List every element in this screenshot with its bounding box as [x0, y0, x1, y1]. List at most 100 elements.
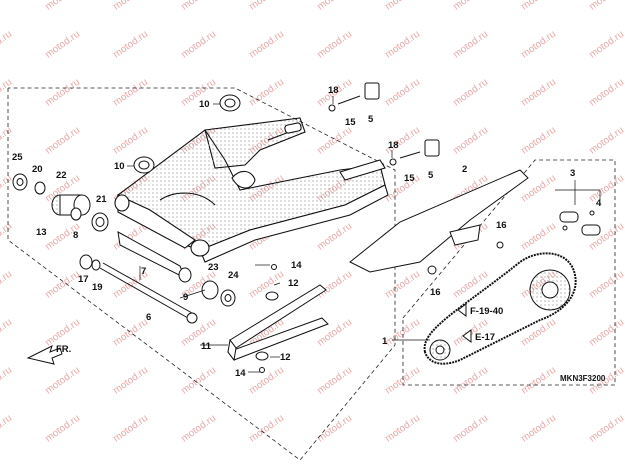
leader-lines	[127, 96, 601, 373]
watermark-text: motod.ru	[179, 365, 218, 397]
watermark-text: motod.ru	[383, 269, 422, 301]
watermark-text: motod.ru	[43, 29, 82, 61]
watermark-text: motod.ru	[179, 0, 218, 12]
callout-15a: 15	[345, 117, 356, 128]
callout-3: 3	[570, 168, 575, 179]
watermark-text: motod.ru	[383, 413, 422, 445]
callout-25: 25	[12, 152, 23, 163]
callout-20: 20	[32, 164, 43, 175]
watermark-text: motod.ru	[587, 77, 625, 109]
watermark-text: motod.ru	[0, 29, 14, 61]
watermark-text: motod.ru	[519, 365, 558, 397]
watermark-text: motod.ru	[43, 365, 82, 397]
watermark-text: motod.ru	[315, 413, 354, 445]
watermark-text: motod.ru	[111, 0, 150, 12]
watermark-text: motod.ru	[0, 0, 14, 12]
watermark-text: motod.ru	[587, 0, 625, 12]
watermark-text: motod.ru	[315, 269, 354, 301]
watermark-text: motod.ru	[179, 29, 218, 61]
watermark-text: motod.ru	[247, 365, 286, 397]
watermark-text: motod.ru	[315, 125, 354, 157]
watermark-text: motod.ru	[315, 221, 354, 253]
watermark-text: motod.ru	[0, 413, 14, 445]
watermark-text: motod.ru	[519, 77, 558, 109]
watermark-text: motod.ru	[0, 365, 14, 397]
callout-12b: 12	[280, 352, 291, 363]
watermark-text: motod.ru	[519, 221, 558, 253]
pivot-caps	[133, 94, 241, 174]
watermark-text: motod.ru	[519, 413, 558, 445]
pivot-shaft	[99, 262, 198, 324]
chain-slider	[227, 284, 329, 362]
callout-5a: 5	[368, 114, 374, 125]
watermark-text: motod.ru	[383, 0, 422, 12]
watermark-text: motod.ru	[43, 77, 82, 109]
callout-17: 17	[78, 274, 89, 285]
watermark-text: motod.ru	[247, 0, 286, 12]
watermark-text: motod.ru	[451, 77, 490, 109]
callout-4: 4	[596, 198, 602, 209]
callout-16b: 16	[430, 287, 441, 298]
watermark-text: motod.ru	[587, 29, 625, 61]
front-arrow: FR.	[26, 344, 71, 365]
watermark-text: motod.ru	[451, 365, 490, 397]
watermark-text: motod.ru	[0, 173, 14, 205]
watermark-text: motod.ru	[111, 125, 150, 157]
watermark-text: motod.ru	[179, 413, 218, 445]
watermark-text: motod.ru	[315, 0, 354, 12]
watermark-text: motod.ru	[587, 413, 625, 445]
adjuster-parts	[328, 82, 440, 166]
watermark-text: motod.ru	[587, 269, 625, 301]
watermark-text: motod.ru	[383, 29, 422, 61]
watermark-text: motod.ru	[111, 317, 150, 349]
callout-11: 11	[201, 341, 212, 352]
watermark-text: motod.ru	[587, 317, 625, 349]
watermark-text: motod.ru	[451, 269, 490, 301]
left-bearings	[12, 173, 109, 232]
callout-16a: 16	[496, 220, 507, 231]
watermark-text: motod.ru	[43, 269, 82, 301]
callout-labels: 1 2 3 4 5 5 6 7 8 9 10 10 11 12 12 13 14…	[12, 85, 602, 379]
watermark-text: motod.ru	[451, 413, 490, 445]
swingarm-drawing	[114, 117, 389, 263]
chain-case	[349, 169, 529, 273]
watermark-text: motod.ru	[519, 317, 558, 349]
watermark-text: motod.ru	[43, 125, 82, 157]
callout-18a: 18	[328, 85, 339, 96]
callout-5b: 5	[428, 170, 434, 181]
swingarm-group-frame	[7, 87, 396, 461]
watermark-text: motod.ru	[43, 0, 82, 12]
watermark-text: motod.ru	[587, 125, 625, 157]
watermark-text: motod.ru	[43, 413, 82, 445]
watermark-text: motod.ru	[247, 413, 286, 445]
watermark-text: motod.ru	[0, 317, 14, 349]
callout-21: 21	[96, 194, 107, 205]
watermark-text: motod.ru	[247, 29, 286, 61]
watermark-text: motod.ru	[451, 125, 490, 157]
reference-tags: F-19-40 E-17	[470, 306, 503, 343]
watermark-text: motod.ru	[0, 77, 14, 109]
callout-9: 9	[183, 292, 188, 303]
watermark-text: motod.ru	[519, 0, 558, 12]
watermark-text: motod.ru	[315, 29, 354, 61]
watermark-text: motod.ru	[383, 77, 422, 109]
callout-8: 8	[73, 230, 78, 241]
callout-2: 2	[462, 164, 467, 175]
watermark-text: motod.ru	[179, 317, 218, 349]
watermark-text: motod.ru	[451, 29, 490, 61]
callout-1: 1	[382, 336, 388, 347]
callout-7: 7	[141, 266, 146, 277]
watermark-text: motod.ru	[247, 77, 286, 109]
callout-10b: 10	[114, 161, 125, 172]
ref-arrows	[457, 303, 472, 343]
watermark-text: motod.ru	[111, 365, 150, 397]
watermark-text: motod.ru	[0, 269, 14, 301]
watermark-text: motod.ru	[111, 77, 150, 109]
callout-19: 19	[92, 282, 103, 293]
callout-24: 24	[228, 270, 239, 281]
callout-14b: 14	[235, 368, 246, 379]
right-bearings	[79, 254, 236, 307]
ref-f19-40: F-19-40	[470, 306, 503, 317]
